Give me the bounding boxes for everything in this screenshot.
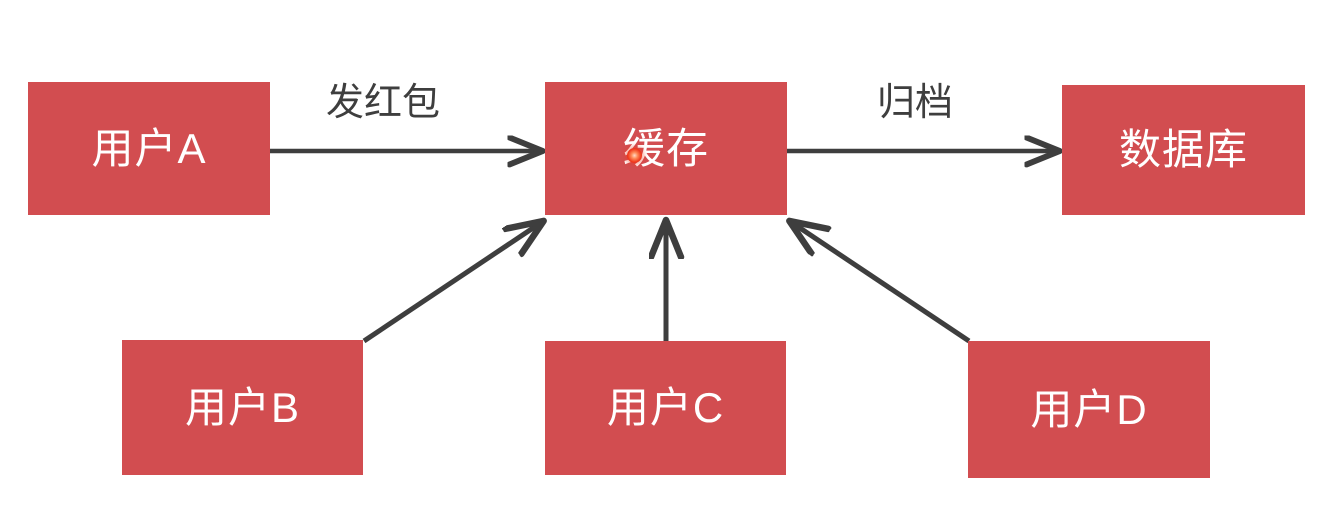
edge-label-archive: 归档 bbox=[877, 82, 954, 124]
edge-label-send-red-packet: 发红包 bbox=[326, 82, 441, 124]
arrow-user-b-to-cache bbox=[362, 222, 542, 344]
node-database-label: 数据库 bbox=[1118, 126, 1248, 173]
node-user-d[interactable]: 用户D bbox=[968, 341, 1210, 478]
node-cache[interactable]: 缓存 bbox=[545, 82, 787, 215]
node-user-d-label: 用户D bbox=[1030, 385, 1148, 433]
node-database[interactable]: 数据库 bbox=[1062, 85, 1305, 215]
node-user-a[interactable]: 用户A bbox=[28, 82, 270, 215]
node-user-a-label: 用户A bbox=[91, 124, 207, 172]
arrow-user-d-to-cache bbox=[791, 222, 971, 344]
node-user-c[interactable]: 用户C bbox=[545, 341, 786, 475]
node-user-b[interactable]: 用户B bbox=[122, 340, 363, 475]
node-user-c-label: 用户C bbox=[606, 384, 725, 431]
cursor-indicator bbox=[627, 148, 642, 163]
node-user-b-label: 用户B bbox=[184, 383, 300, 431]
